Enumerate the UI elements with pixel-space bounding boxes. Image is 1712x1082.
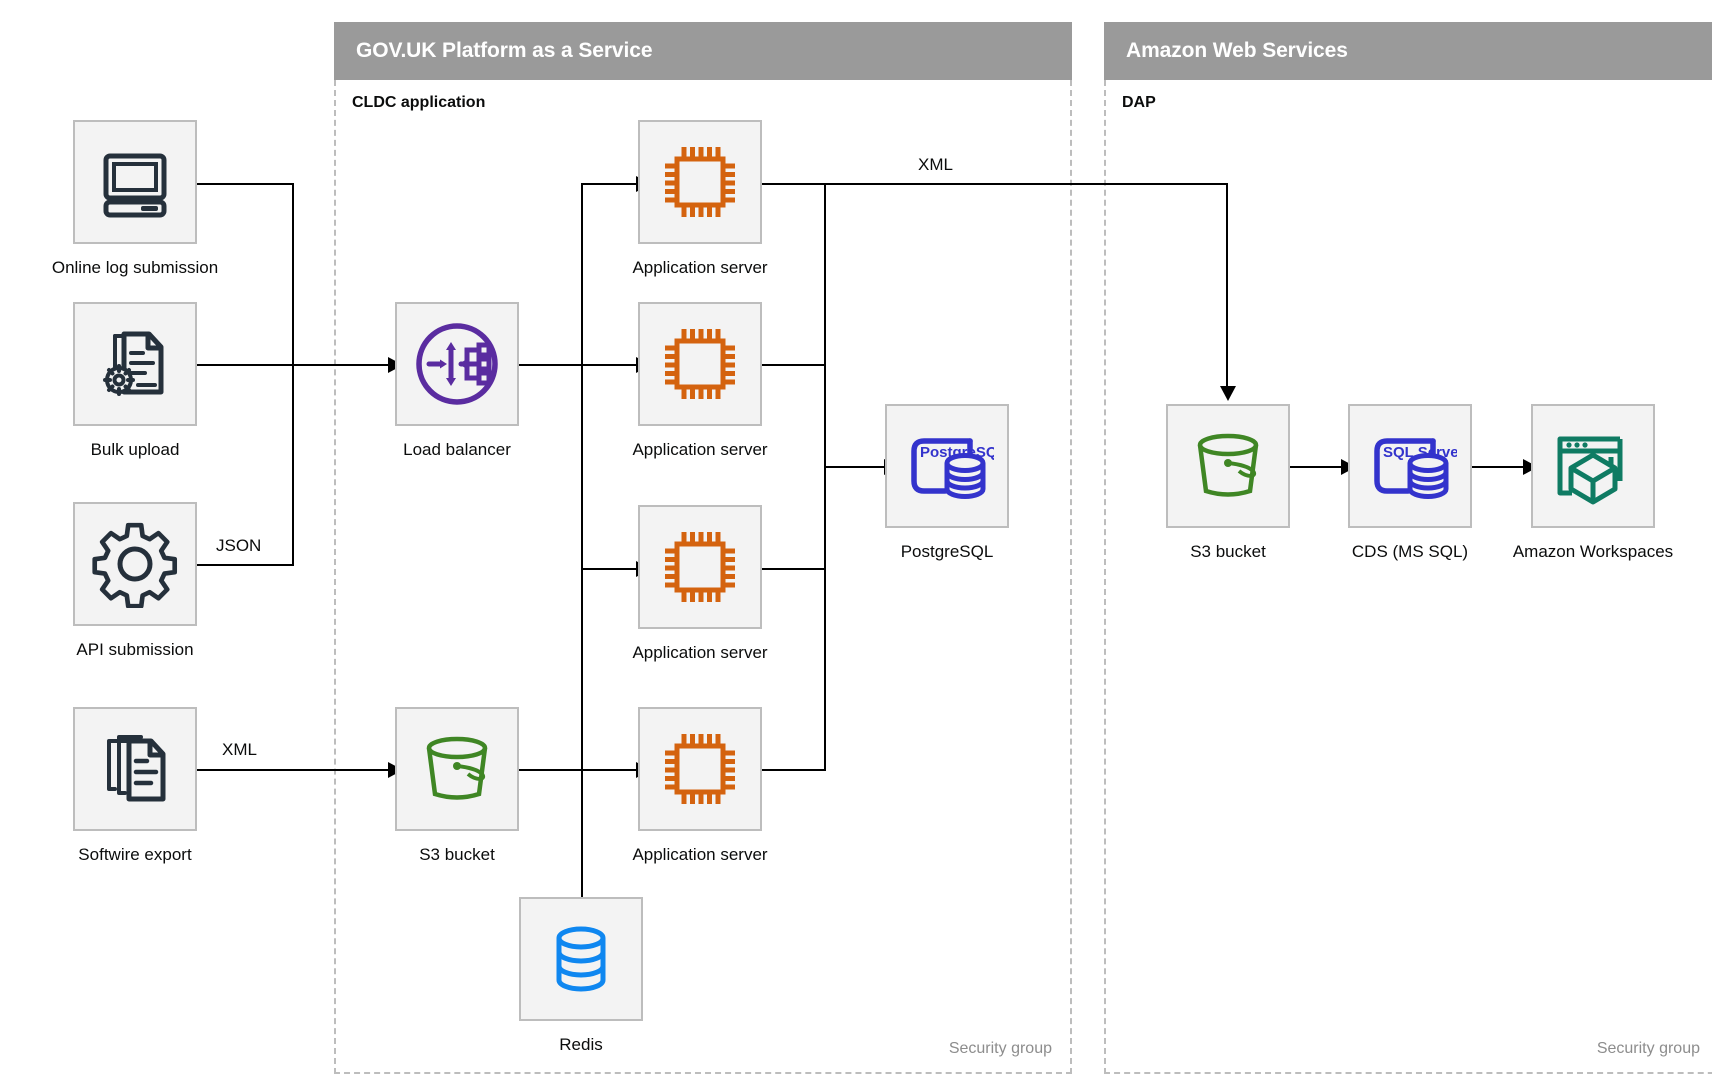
app-server-1-label: Application server (632, 258, 768, 277)
wire-appserver-2-out (762, 364, 826, 366)
zone-box-paas (334, 80, 1072, 1074)
bucket-icon (1185, 423, 1271, 509)
node-load-balancer[interactable]: Load balancer (395, 302, 519, 459)
bucket-icon (414, 726, 500, 812)
gear-icon (91, 520, 179, 608)
s3-bucket-aws-tile[interactable] (1166, 404, 1290, 528)
zone-header-paas-label: GOV.UK Platform as a Service (356, 39, 653, 62)
wire-bulk-upload-to-bus (196, 364, 294, 366)
postgresql-label: PostgreSQL (900, 542, 994, 561)
sql-server-icon: SQL Server (1363, 419, 1457, 513)
postgresql-icon: PostgreSQL (900, 419, 994, 513)
wire-bus-to-appserver-1 (581, 183, 637, 185)
document-gear-icon (93, 322, 177, 406)
wire-xml-out-horizontal (762, 183, 1228, 185)
wire-load-balancer-out (519, 364, 583, 366)
zone-sublabel-dap: DAP (1122, 94, 1156, 111)
wire-bus-to-appserver-4 (581, 769, 637, 771)
wire-bus-to-postgresql (824, 466, 886, 468)
redis-tile[interactable] (519, 897, 643, 1021)
zone-header-aws-label: Amazon Web Services (1126, 39, 1348, 62)
wire-api-submission-to-bus (196, 564, 294, 566)
wire-s3-paas-out (519, 769, 583, 771)
amazon-workspaces-label: Amazon Workspaces (1512, 542, 1674, 561)
bulk-upload-tile[interactable] (73, 302, 197, 426)
redis-label: Redis (559, 1035, 603, 1054)
cpu-chip-icon (657, 524, 743, 610)
app-server-2-tile[interactable] (638, 302, 762, 426)
load-balancer-tile[interactable] (395, 302, 519, 426)
wire-postgres-collector-bus (824, 183, 826, 769)
node-app-server-4[interactable]: Application server (632, 707, 768, 864)
security-group-label-paas: Security group (948, 1040, 1052, 1057)
zone-header-aws: Amazon Web Services (1104, 22, 1712, 80)
load-balancer-label: Load balancer (403, 440, 511, 459)
softwire-export-tile[interactable] (73, 707, 197, 831)
node-online-log-submission[interactable]: Online log submission (52, 120, 218, 277)
api-submission-tile[interactable] (73, 502, 197, 626)
wire-xml-out-vertical (1226, 183, 1228, 386)
node-cds-ms-sql[interactable]: SQL Server CDS (MS SQL) (1348, 404, 1472, 561)
wire-bus-left-lower (292, 364, 294, 566)
wire-bus-left-upper (292, 183, 294, 365)
edge-label-xml-out: XML (918, 155, 953, 174)
wire-s3-aws-to-cds (1290, 466, 1343, 468)
edge-label-json: JSON (216, 536, 262, 555)
node-api-submission[interactable]: API submission (73, 502, 197, 659)
app-server-1-tile[interactable] (638, 120, 762, 244)
online-log-submission-tile[interactable] (73, 120, 197, 244)
cpu-chip-icon (657, 726, 743, 812)
bulk-upload-label: Bulk upload (90, 440, 180, 459)
s3-bucket-paas-label: S3 bucket (419, 845, 495, 864)
wire-appserver-4-out (762, 769, 826, 771)
postgresql-tile[interactable]: PostgreSQL (885, 404, 1009, 528)
online-log-submission-label: Online log submission (51, 258, 219, 277)
load-balancer-icon (411, 318, 503, 410)
node-bulk-upload[interactable]: Bulk upload (73, 302, 197, 459)
wire-bus-to-load-balancer (292, 364, 389, 366)
wire-online-log-to-bus (196, 183, 294, 185)
app-server-3-label: Application server (632, 643, 768, 662)
node-redis[interactable]: Redis (519, 897, 643, 1054)
node-s3-bucket-paas[interactable]: S3 bucket (395, 707, 519, 864)
amazon-workspaces-tile[interactable] (1531, 404, 1655, 528)
edge-label-xml-in: XML (222, 740, 257, 759)
zone-header-paas: GOV.UK Platform as a Service (334, 22, 1072, 80)
cpu-chip-icon (657, 139, 743, 225)
arrow-into-s3-aws (1220, 386, 1236, 401)
node-app-server-1[interactable]: Application server (632, 120, 768, 277)
wire-bus-to-appserver-2 (581, 364, 637, 366)
node-postgresql[interactable]: PostgreSQL PostgreSQL (885, 404, 1009, 561)
app-server-4-label: Application server (632, 845, 768, 864)
app-server-3-tile[interactable] (638, 505, 762, 629)
wire-redis-to-bus (581, 769, 583, 899)
cds-ms-sql-label: CDS (MS SQL) (1351, 542, 1469, 561)
database-icon (541, 919, 621, 999)
softwire-export-label: Softwire export (78, 845, 192, 864)
app-server-2-label: Application server (632, 440, 768, 459)
cds-ms-sql-tile[interactable]: SQL Server (1348, 404, 1472, 528)
desktop-computer-icon (93, 140, 177, 224)
node-app-server-2[interactable]: Application server (632, 302, 768, 459)
s3-bucket-aws-label: S3 bucket (1190, 542, 1266, 561)
wire-appserver-distribution-bus (581, 183, 583, 769)
security-group-label-aws: Security group (1596, 1040, 1700, 1057)
node-amazon-workspaces[interactable]: Amazon Workspaces (1513, 404, 1673, 561)
s3-bucket-paas-tile[interactable] (395, 707, 519, 831)
node-app-server-3[interactable]: Application server (632, 505, 768, 662)
cpu-chip-icon (657, 321, 743, 407)
wire-bus-to-appserver-3 (581, 568, 637, 570)
node-s3-bucket-aws[interactable]: S3 bucket (1166, 404, 1290, 561)
wire-appserver-3-out (762, 568, 826, 570)
workspaces-cube-icon (1548, 421, 1638, 511)
document-stack-icon (93, 727, 177, 811)
app-server-4-tile[interactable] (638, 707, 762, 831)
wire-softwire-to-s3 (196, 769, 388, 771)
node-softwire-export[interactable]: Softwire export (73, 707, 197, 864)
api-submission-label: API submission (76, 640, 194, 659)
zone-sublabel-cldc: CLDC application (352, 94, 486, 111)
wire-cds-to-workspaces (1472, 466, 1525, 468)
zone-box-aws (1104, 80, 1712, 1074)
